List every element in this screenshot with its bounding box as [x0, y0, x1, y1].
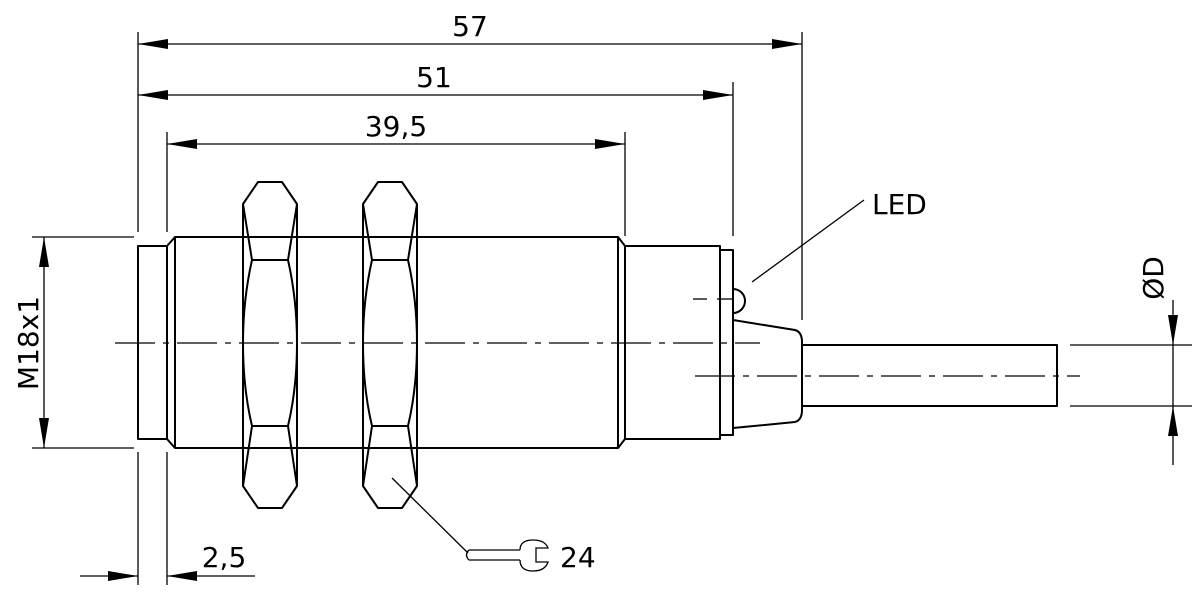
end-cap [719, 249, 734, 436]
dimension-thread-offset: 2,5 [80, 541, 255, 581]
hex-nut-2 [362, 181, 418, 509]
dimension-label-57: 57 [452, 10, 488, 43]
center-lines [115, 298, 1080, 377]
dimension-length-to-led: 51 [138, 61, 733, 100]
led-callout: LED [751, 188, 927, 283]
hex-nut-1 [242, 181, 298, 509]
led-indicator [732, 288, 746, 314]
wrench-icon [465, 539, 549, 572]
dimension-label-2-5: 2,5 [202, 541, 247, 574]
cable-gland [732, 319, 803, 429]
dimension-overall-length: 57 [138, 10, 802, 49]
led-label: LED [872, 188, 927, 221]
dimension-cable-diameter: ØD [1137, 256, 1178, 465]
dimension-thread-length: 39,5 [167, 110, 625, 149]
wrench-size-label: 24 [560, 541, 596, 574]
dimension-thread-size: M18x1 [12, 237, 49, 448]
dimension-label-m18x1: M18x1 [12, 296, 45, 390]
wrench-callout: 24 [391, 477, 596, 574]
extension-lines [32, 32, 1192, 585]
dimension-label-39-5: 39,5 [365, 110, 427, 143]
dimension-label-diameter: ØD [1137, 256, 1170, 300]
dimension-label-51: 51 [416, 61, 452, 94]
